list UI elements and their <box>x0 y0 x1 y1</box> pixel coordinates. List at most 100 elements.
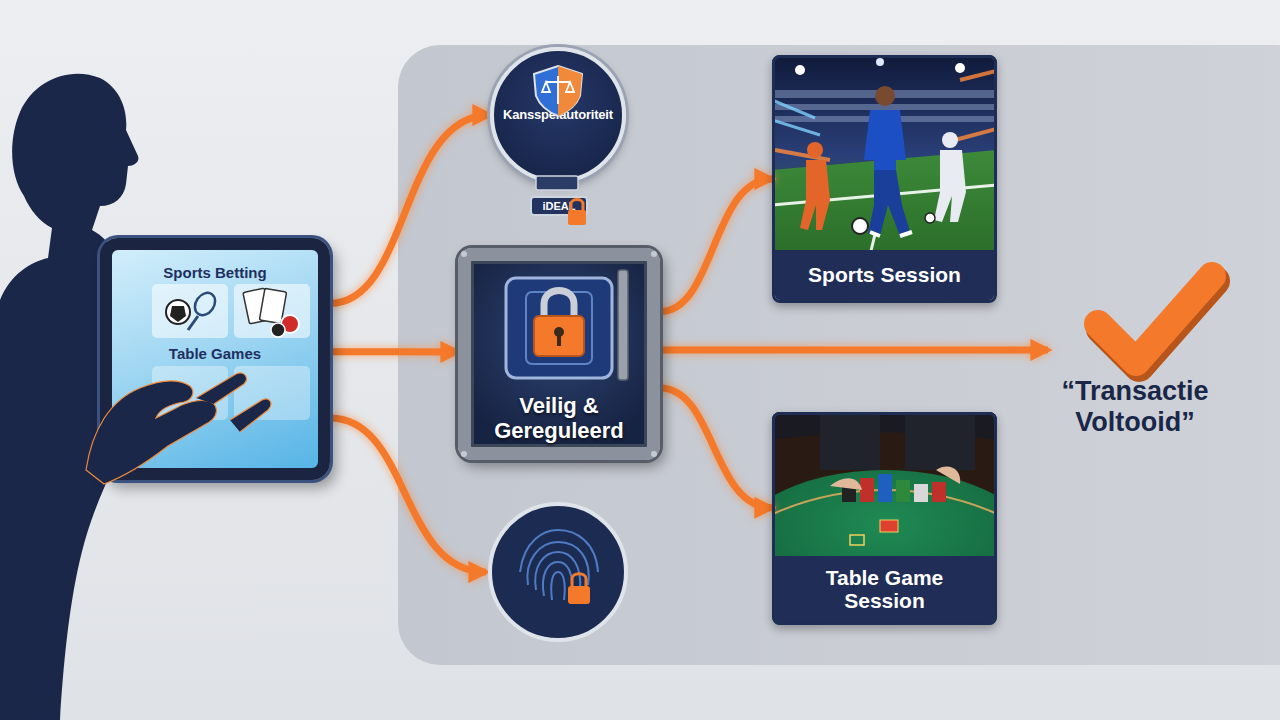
football-illustration <box>772 55 997 255</box>
vault-lock-icon <box>506 278 612 378</box>
casino-table-illustration <box>772 412 997 440</box>
vault-lock-icon <box>557 334 561 346</box>
football-illustration <box>772 104 997 110</box>
flow-arrow <box>330 348 458 355</box>
football-illustration <box>800 160 830 230</box>
casino-table-illustration <box>842 474 946 502</box>
casino-table-illustration <box>936 466 960 484</box>
node-heading: Sports Session <box>775 250 994 300</box>
football-illustration <box>772 90 997 98</box>
fingerprint-circle <box>551 572 565 600</box>
football-illustration <box>934 132 966 222</box>
vault-box: Veilig & Gereguleerd <box>458 248 660 460</box>
tablet-icons <box>234 284 310 338</box>
hand-silhouette <box>196 373 246 404</box>
fingerprint-circle <box>527 542 588 585</box>
flow-arrow <box>660 388 772 508</box>
tablet-icons <box>243 288 271 324</box>
tablet-icons <box>170 306 186 322</box>
vault-lock-icon <box>544 291 574 319</box>
vault-lock-icon <box>534 316 584 356</box>
football-illustration <box>772 100 820 135</box>
node-heading: Sports Betting <box>112 264 318 281</box>
fingerprint-circle <box>520 530 598 600</box>
fingerprint-circle <box>543 562 572 596</box>
football-illustration <box>875 86 895 106</box>
tablet-icons <box>191 289 220 319</box>
football-illustration <box>807 142 823 158</box>
fingerprint-circle <box>490 504 626 640</box>
node-heading: Veilig & Gereguleerd <box>471 393 647 444</box>
casino-table-illustration <box>772 470 997 625</box>
football-illustration <box>772 55 997 255</box>
node-heading: Table Game Session <box>775 556 994 622</box>
tablet-screen: Sports BettingTable Games <box>100 238 330 480</box>
status-note: “Transactie Voltooid” <box>1030 376 1240 438</box>
casino-table-illustration <box>772 490 997 520</box>
fingerprint-circle <box>568 586 590 604</box>
tablet-icons <box>166 300 190 324</box>
tablet-icons <box>152 284 310 420</box>
session-box: Table Game Session <box>772 412 997 625</box>
fingerprint-circle <box>520 530 598 572</box>
football-illustration <box>772 150 997 255</box>
check-mark <box>1098 276 1215 367</box>
node-text: Table Games <box>112 345 318 362</box>
football-illustration <box>775 70 997 160</box>
football-illustration <box>864 110 906 170</box>
football-illustration <box>955 63 965 73</box>
shield-icon <box>542 76 574 104</box>
casino-table-illustration <box>820 412 880 470</box>
football-illustration <box>942 132 958 148</box>
football-illustration <box>852 218 868 234</box>
football-illustration <box>925 213 935 223</box>
session-box: Sports Session <box>772 55 997 303</box>
football-illustration <box>772 116 997 122</box>
vault-lock-icon <box>461 251 467 257</box>
football-illustration <box>864 86 912 236</box>
casino-table-illustration <box>878 474 892 502</box>
hand-silhouette <box>230 399 271 432</box>
tablet-icons <box>281 315 299 333</box>
football-illustration <box>870 172 890 255</box>
tablet-icons <box>271 323 285 337</box>
node-heading: Kansspelautoriteit <box>490 107 626 122</box>
padlock-icon <box>536 176 586 225</box>
tablet-icons <box>188 316 198 330</box>
football-illustration <box>800 142 830 230</box>
regulator-circle: KansspelautoriteitiDEAL <box>490 47 626 183</box>
hand-silhouette <box>86 381 216 484</box>
casino-table-illustration <box>842 486 856 502</box>
fingerprint-circle <box>535 552 580 590</box>
flow-arrow <box>660 179 772 312</box>
casino-table-illustration <box>860 478 874 502</box>
vault-lock-icon <box>651 251 657 257</box>
tablet-icons <box>152 366 228 420</box>
football-illustration <box>876 58 884 66</box>
panel-background <box>398 45 1280 665</box>
football-illustration <box>772 90 997 122</box>
vault-lock-icon <box>461 251 657 457</box>
vault-lock-icon <box>618 270 628 380</box>
tablet-icons <box>234 366 310 420</box>
vault-lock-icon <box>554 327 564 337</box>
football-illustration <box>870 232 912 236</box>
vault-lock-icon <box>461 451 467 457</box>
football-illustration <box>795 65 805 75</box>
casino-table-illustration <box>830 478 862 490</box>
hand-silhouette <box>86 373 271 484</box>
casino-table-illustration <box>905 412 975 470</box>
casino-table-illustration <box>914 484 928 502</box>
casino-table-illustration <box>932 482 946 502</box>
padlock-icon <box>568 210 586 225</box>
football-illustration <box>772 185 997 205</box>
tablet-icons <box>152 284 228 338</box>
football-illustration <box>868 170 910 236</box>
padlock-icon <box>571 200 583 211</box>
casino-table-illustration <box>772 412 997 562</box>
node-text: iDEAL <box>530 196 588 216</box>
casino-table-illustration <box>772 412 997 625</box>
